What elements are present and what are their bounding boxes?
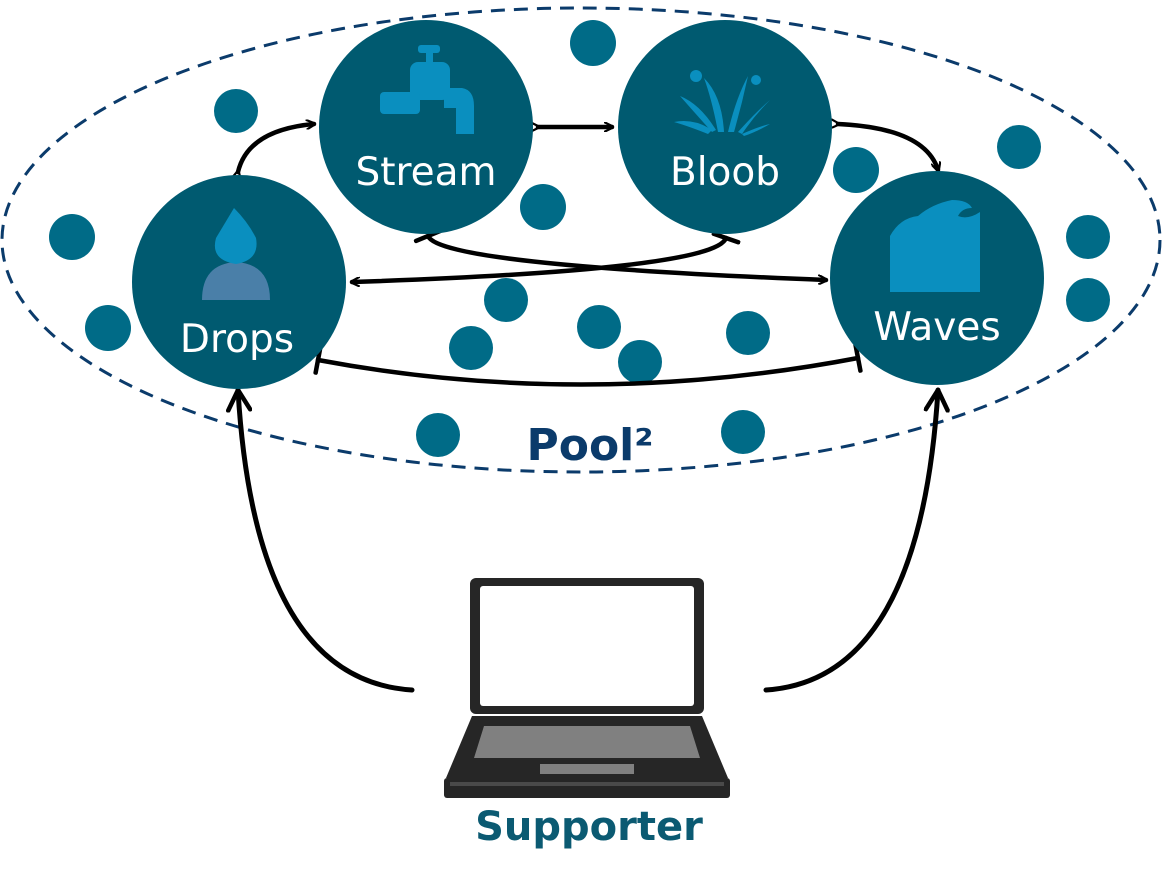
pool-dots — [49, 20, 1110, 457]
pool-dot — [726, 311, 770, 355]
supporter-label: Supporter — [475, 804, 703, 850]
pool-dot — [49, 214, 95, 260]
node-bloob[interactable]: Bloob — [618, 20, 832, 234]
pool-dot — [416, 413, 460, 457]
pool-dot — [833, 147, 879, 193]
node-drops-label: Drops — [180, 317, 294, 362]
droplet-person-icon — [202, 208, 270, 300]
node-connectors — [238, 124, 938, 387]
faucet-icon — [380, 45, 474, 134]
pool-dot — [1066, 215, 1110, 259]
pool-dot — [449, 326, 493, 370]
supporter-connectors — [238, 387, 938, 693]
pool-dot — [85, 305, 131, 351]
node-drops[interactable]: Drops — [132, 175, 346, 389]
pool-title: Pool² — [526, 420, 653, 471]
pool-dot — [721, 410, 765, 454]
drops-stream-arrow — [238, 124, 314, 172]
pool-dot — [618, 340, 662, 384]
pool-dot — [520, 184, 566, 230]
laptop-icon — [444, 578, 730, 798]
bloob-waves-arrow — [838, 124, 938, 170]
bloob-drops-link — [349, 238, 726, 282]
node-waves[interactable]: Waves — [830, 171, 1044, 385]
pool-dot — [214, 89, 258, 133]
supporter-waves-arrow — [763, 387, 938, 693]
pool-dot — [570, 20, 616, 66]
pool-boundary — [0, 6, 1162, 474]
node-waves-label: Waves — [873, 305, 1000, 350]
pool-dot — [997, 125, 1041, 169]
drops-waves-link — [318, 358, 858, 387]
stream-waves-link — [428, 236, 829, 280]
wave-icon — [890, 200, 980, 292]
pool-dot — [484, 278, 528, 322]
node-bloob-label: Bloob — [670, 150, 780, 195]
node-stream-label: Stream — [355, 150, 496, 195]
pool-dot — [1066, 278, 1110, 322]
node-stream[interactable]: Stream — [319, 20, 533, 234]
splash-icon — [674, 70, 770, 136]
supporter-drops-arrow — [238, 387, 415, 693]
pool-dot — [577, 305, 621, 349]
